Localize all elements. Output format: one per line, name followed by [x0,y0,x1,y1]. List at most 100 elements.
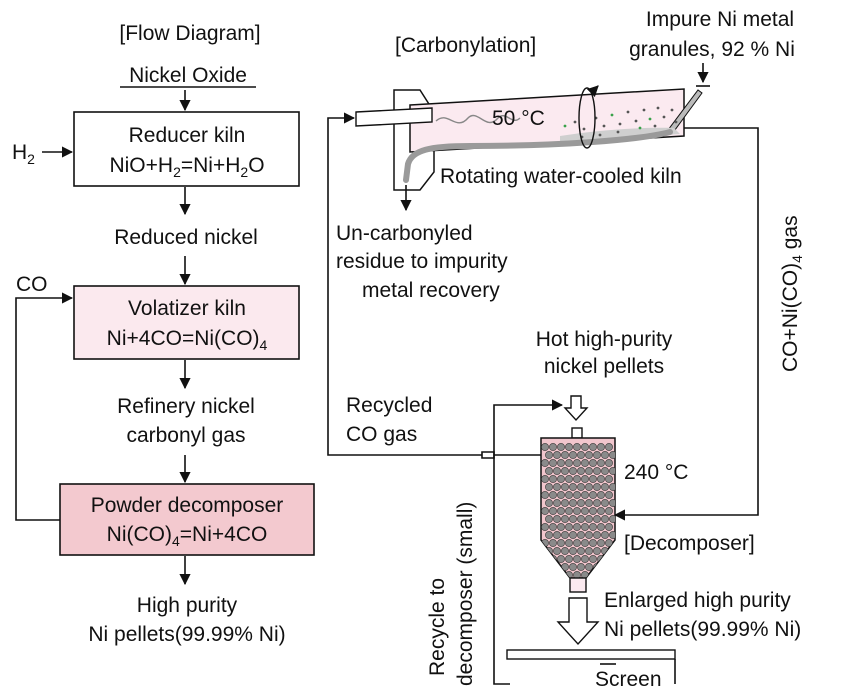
granule [670,108,674,112]
pellet [593,451,601,459]
refinery-line-2: carbonyl gas [126,424,245,447]
pellet [541,523,549,531]
volatizer-kiln-box [73,285,300,360]
granule [598,133,602,137]
pellet [593,499,601,507]
enlarged-line-2: Ni pellets(99.99% Ni) [604,618,801,641]
pellet [605,571,613,578]
powder-eq-part-b: =Ni+4CO [180,523,268,546]
pellet [561,515,569,523]
impure-line-1: Impure Ni metal [646,8,794,31]
pellet [585,483,593,491]
granule-bed [560,127,680,142]
co-gas-vertical-label: CO+Ni(CO)4 gas [779,215,805,372]
pellet [557,523,565,531]
pellet [597,523,605,531]
pellet [597,443,605,451]
pellet [549,507,557,515]
pellet [565,523,573,531]
high-purity-line-1: High purity [137,594,238,617]
hot-pellets-inlet-arrow [563,395,589,422]
pellet [589,507,597,515]
pellet [565,475,573,483]
pellet [565,443,573,451]
pellet [569,483,577,491]
pellet [601,563,609,571]
reducer-equation: NiO+H2=Ni+H2O [109,154,264,180]
granule [642,108,646,112]
pellet [605,475,613,483]
pellet [597,539,605,547]
pellet [541,571,549,578]
pellet [609,547,615,555]
refinery-line-1: Refinery nickel [117,395,255,418]
recycled-line-1: Recycled [346,394,432,417]
pellet [561,483,569,491]
pellet [541,555,549,563]
pellet [601,515,609,523]
pellet [553,515,561,523]
screen-plate [506,649,676,660]
pellet [553,547,561,555]
pellet [585,499,593,507]
pellet [581,539,589,547]
pellet [609,515,615,523]
powder-decomposer-title: Powder decomposer [91,494,284,517]
pellet [553,467,561,475]
pellet [557,555,565,563]
granule [618,122,622,126]
co-gas-part-b: gas [779,215,802,255]
co-inlet-pipe [355,107,433,127]
pellet [561,547,569,555]
volatizer-eq-part-a: Ni+4CO=Ni(CO) [107,327,260,350]
pellet [581,555,589,563]
pellet [573,459,581,467]
powder-eq-sub: 4 [172,533,180,549]
reducer-kiln-title: Reducer kiln [129,124,246,147]
pellet [605,459,613,467]
pellet [597,507,605,515]
pellet [565,507,573,515]
pellet [573,491,581,499]
powder-eq-part-a: Ni(CO) [107,523,172,546]
pellet [597,491,605,499]
granule [634,119,638,123]
volatizer-equation: Ni+4CO=Ni(CO)4 [107,327,268,353]
recycle-to-decomposer-line [493,399,564,685]
pellet [597,459,605,467]
pellet [577,451,585,459]
decomposer-outlet [569,577,587,593]
pellet [585,467,593,475]
pellet [605,491,613,499]
pellet [565,539,573,547]
recycled-co-junction [481,451,541,459]
pellet [541,507,549,515]
pellet [541,443,549,451]
granule [638,126,642,130]
pellet [545,499,553,507]
pellet [541,491,549,499]
powder-equation: Ni(CO)4=Ni+4CO [107,523,268,549]
pellet [589,475,597,483]
residue-line-1: Un-carbonyled [336,222,473,245]
reduced-nickel-label: Reduced nickel [114,226,258,249]
recycled-line-2: CO gas [346,423,417,446]
pellet [593,467,601,475]
co-recycle-loop [15,292,74,521]
pellet [581,475,589,483]
pellet [569,531,577,539]
pellet [553,483,561,491]
pellet [577,563,585,571]
pellet [589,539,597,547]
co-gas-part-a: CO+Ni(CO) [779,263,802,372]
pellet [593,515,601,523]
pellet [561,499,569,507]
pellet [597,571,605,578]
pellet [605,555,613,563]
residue-stream [403,129,673,183]
granule [610,113,614,117]
pellet [549,571,557,578]
residue-line-3: metal recovery [362,279,500,302]
recycle-line-1: Recycle to [426,578,449,676]
pellet [581,523,589,531]
